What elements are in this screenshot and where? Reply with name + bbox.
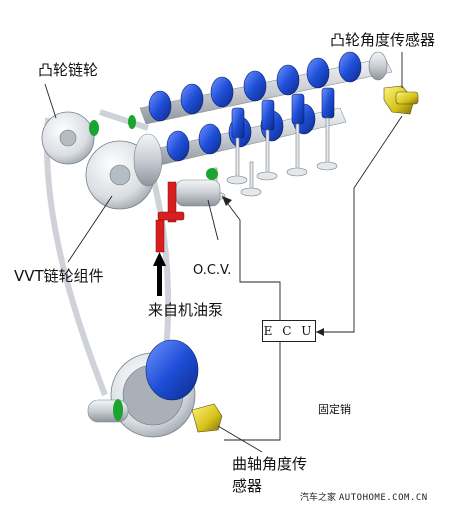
- label-ocv: O.C.V.: [193, 263, 232, 278]
- watermark-site: AUTOHOME.COM.CN: [338, 493, 428, 503]
- ecu-box: E C U: [262, 320, 316, 342]
- label-crank-angle-sensor-line1: 曲轴角度传: [232, 455, 308, 473]
- arrow-ecu-to-ocv: [222, 196, 232, 206]
- label-cam-angle-sensor: 凸轮角度传感器: [330, 31, 436, 49]
- line-cam-sensor-ecu: [316, 115, 403, 333]
- label-vvt-sprocket-assembly: VVT链轮组件: [14, 267, 104, 285]
- line-ecu-crank: [224, 342, 281, 441]
- label-cam-sprocket: 凸轮链轮: [38, 61, 99, 79]
- crank-angle-sensor-part: [191, 403, 223, 433]
- crank-sprocket-part: [87, 339, 199, 438]
- vvt-sprocket-part: [85, 115, 163, 210]
- label-crank-angle-sensor-line2: 感器: [232, 477, 263, 495]
- cam-angle-sensor-part: [368, 51, 419, 115]
- label-fixed-pin: 固定销: [318, 403, 351, 416]
- signal-lines: [221, 52, 403, 441]
- leader-vvt: [67, 195, 113, 263]
- oil-passage: [155, 181, 185, 253]
- line-ocv-ecu: [221, 195, 281, 320]
- oil-pump-arrow: [153, 252, 166, 296]
- cam-lobes-upper: [148, 51, 362, 122]
- leader-lines: [44, 83, 263, 453]
- ocv-part: [175, 168, 221, 207]
- watermark: 汽车之家 AUTOHOME.COM.CN: [300, 490, 428, 503]
- arrows: [153, 196, 324, 336]
- leader-crank-sensor: [217, 425, 263, 453]
- leader-ocv: [207, 199, 219, 241]
- arrow-cam-to-ecu: [316, 328, 324, 336]
- cam-sprocket-part: [41, 111, 99, 165]
- watermark-prefix: 汽车之家: [300, 493, 337, 503]
- leader-cam-sprocket: [44, 83, 57, 119]
- label-from-oil-pump: 来自机油泵: [148, 301, 224, 319]
